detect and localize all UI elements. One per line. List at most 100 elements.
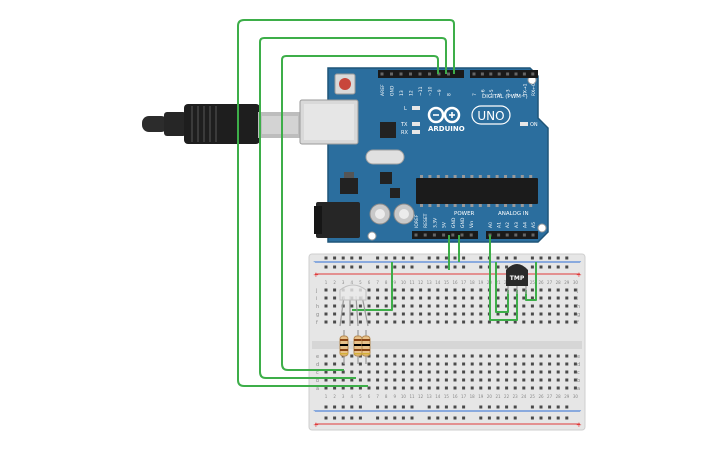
rail-hole[interactable] — [444, 405, 448, 409]
breadboard-hole[interactable] — [573, 362, 577, 366]
rail-hole[interactable] — [453, 265, 457, 269]
rail-hole[interactable] — [384, 256, 388, 260]
breadboard-hole[interactable] — [479, 354, 483, 358]
breadboard-hole[interactable] — [341, 320, 345, 324]
wire-sensor-vcc[interactable] — [525, 262, 537, 301]
rail-hole[interactable] — [453, 256, 457, 260]
breadboard-hole[interactable] — [341, 378, 345, 382]
breadboard-hole[interactable] — [419, 304, 423, 308]
wire-d11-to-breadboard[interactable] — [281, 55, 439, 371]
rgb-led[interactable] — [339, 284, 369, 327]
breadboard-hole[interactable] — [444, 312, 448, 316]
digital-pin[interactable] — [447, 72, 450, 76]
breadboard-hole[interactable] — [453, 362, 457, 366]
breadboard-hole[interactable] — [479, 378, 483, 382]
breadboard-hole[interactable] — [487, 362, 491, 366]
breadboard-hole[interactable] — [556, 386, 560, 390]
breadboard-hole[interactable] — [333, 320, 337, 324]
breadboard-hole[interactable] — [444, 370, 448, 374]
rail-hole[interactable] — [376, 405, 380, 409]
breadboard-hole[interactable] — [333, 312, 337, 316]
rail-hole[interactable] — [427, 416, 431, 420]
breadboard-hole[interactable] — [427, 354, 431, 358]
breadboard-hole[interactable] — [410, 362, 414, 366]
breadboard-hole[interactable] — [358, 370, 362, 374]
breadboard-hole[interactable] — [522, 296, 526, 300]
rail-hole[interactable] — [565, 405, 569, 409]
breadboard-hole[interactable] — [556, 296, 560, 300]
breadboard-hole[interactable] — [427, 288, 431, 292]
breadboard-hole[interactable] — [401, 304, 405, 308]
rail-hole[interactable] — [487, 405, 491, 409]
breadboard-hole[interactable] — [436, 386, 440, 390]
breadboard-hole[interactable] — [479, 370, 483, 374]
breadboard-hole[interactable] — [350, 378, 354, 382]
breadboard-hole[interactable] — [453, 320, 457, 324]
breadboard-hole[interactable] — [496, 312, 500, 316]
breadboard-hole[interactable] — [436, 288, 440, 292]
breadboard-hole[interactable] — [556, 362, 560, 366]
breadboard-hole[interactable] — [444, 354, 448, 358]
breadboard-hole[interactable] — [496, 362, 500, 366]
breadboard-hole[interactable] — [573, 304, 577, 308]
breadboard-holes[interactable] — [324, 256, 577, 420]
breadboard-hole[interactable] — [548, 288, 552, 292]
breadboard-hole[interactable] — [573, 378, 577, 382]
breadboard-hole[interactable] — [358, 304, 362, 308]
breadboard-hole[interactable] — [496, 354, 500, 358]
breadboard-hole[interactable] — [436, 304, 440, 308]
breadboard-hole[interactable] — [530, 288, 534, 292]
breadboard-hole[interactable] — [462, 386, 466, 390]
rail-hole[interactable] — [376, 256, 380, 260]
breadboard-hole[interactable] — [333, 378, 337, 382]
breadboard-hole[interactable] — [470, 370, 474, 374]
wire-d10-to-breadboard[interactable] — [259, 37, 447, 379]
breadboard-hole[interactable] — [479, 320, 483, 324]
breadboard-hole[interactable] — [419, 312, 423, 316]
breadboard-hole[interactable] — [462, 362, 466, 366]
breadboard-hole[interactable] — [333, 370, 337, 374]
resistor-2[interactable] — [353, 330, 363, 364]
breadboard-hole[interactable] — [393, 354, 397, 358]
breadboard-hole[interactable] — [333, 354, 337, 358]
breadboard-hole[interactable] — [505, 296, 509, 300]
breadboard-hole[interactable] — [539, 362, 543, 366]
breadboard-hole[interactable] — [470, 378, 474, 382]
breadboard-hole[interactable] — [487, 370, 491, 374]
rail-hole[interactable] — [427, 405, 431, 409]
digital-header-right[interactable] — [470, 70, 538, 78]
breadboard-hole[interactable] — [470, 362, 474, 366]
breadboard-hole[interactable] — [539, 296, 543, 300]
breadboard-hole[interactable] — [565, 312, 569, 316]
breadboard-hole[interactable] — [393, 370, 397, 374]
breadboard-hole[interactable] — [565, 370, 569, 374]
rail-hole[interactable] — [410, 256, 414, 260]
rail-hole[interactable] — [401, 265, 405, 269]
breadboard-hole[interactable] — [496, 378, 500, 382]
breadboard-hole[interactable] — [453, 354, 457, 358]
breadboard-hole[interactable] — [470, 304, 474, 308]
rail-hole[interactable] — [341, 405, 345, 409]
breadboard-hole[interactable] — [530, 378, 534, 382]
breadboard-hole[interactable] — [496, 296, 500, 300]
breadboard-hole[interactable] — [444, 362, 448, 366]
wire-sensor-gnd[interactable] — [495, 262, 509, 313]
breadboard-hole[interactable] — [513, 296, 517, 300]
breadboard-hole[interactable] — [384, 378, 388, 382]
breadboard-hole[interactable] — [573, 296, 577, 300]
breadboard-hole[interactable] — [539, 378, 543, 382]
rail-hole[interactable] — [530, 405, 534, 409]
breadboard-hole[interactable] — [453, 304, 457, 308]
breadboard-hole[interactable] — [565, 378, 569, 382]
breadboard-hole[interactable] — [453, 312, 457, 316]
breadboard-hole[interactable] — [530, 386, 534, 390]
rail-hole[interactable] — [410, 265, 414, 269]
breadboard-hole[interactable] — [573, 354, 577, 358]
digital-pin[interactable] — [428, 72, 431, 76]
breadboard-hole[interactable] — [376, 378, 380, 382]
breadboard-hole[interactable] — [470, 386, 474, 390]
rail-hole[interactable] — [556, 405, 560, 409]
breadboard-hole[interactable] — [419, 370, 423, 374]
breadboard-hole[interactable] — [384, 386, 388, 390]
